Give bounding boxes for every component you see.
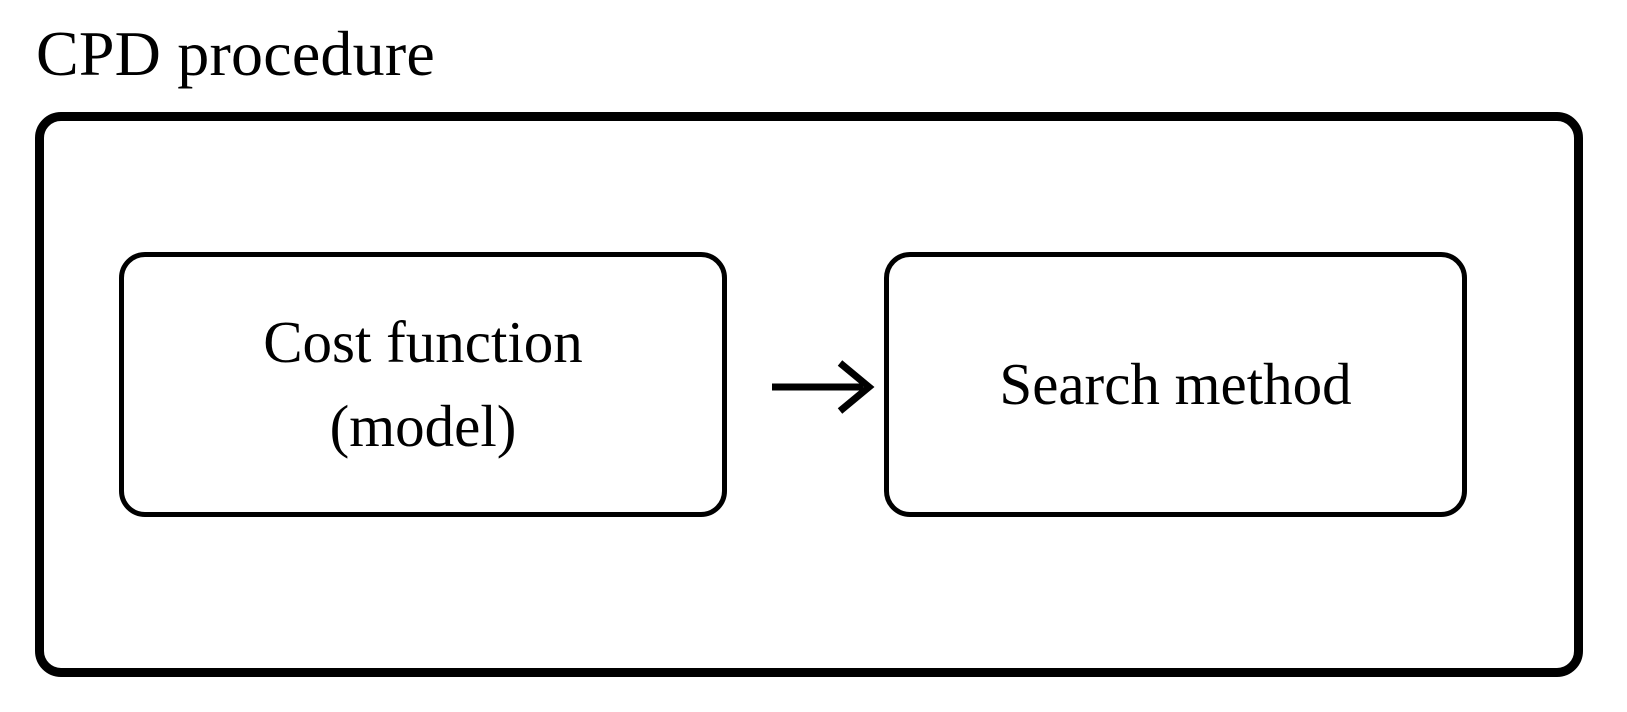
arrow-right-icon (772, 360, 875, 414)
stage-box-search-method[interactable]: Search method (884, 252, 1467, 517)
page-title: CPD procedure (36, 18, 435, 89)
stage-label-search-method: Search method (999, 350, 1352, 417)
cpd-procedure-container: Cost function (model) Search method (35, 112, 1583, 677)
stage-label-cost-function: Cost function (model) (263, 308, 583, 459)
stage-box-cost-function[interactable]: Cost function (model) (119, 252, 727, 517)
